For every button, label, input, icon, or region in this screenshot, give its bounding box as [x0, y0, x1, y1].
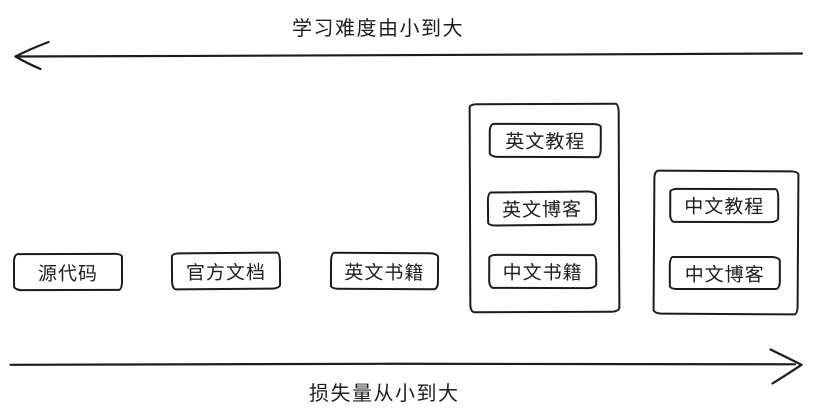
- box-label: 中文教程: [684, 196, 765, 219]
- box-chinese-blogs: 中文博客: [668, 255, 781, 291]
- box-label: 中文博客: [684, 264, 765, 286]
- box-label: 官方文档: [185, 262, 267, 284]
- top-axis-label: 学习难度由小到大: [292, 18, 464, 40]
- box-english-blogs: 英文博客: [486, 190, 598, 227]
- box-official-docs: 官方文档: [170, 251, 282, 291]
- box-label: 源代码: [37, 263, 99, 285]
- box-chinese-books: 中文书籍: [488, 253, 598, 290]
- box-source-code: 源代码: [12, 252, 124, 292]
- group-box-2: 中文教程 中文博客: [652, 169, 800, 316]
- box-label: 英文书籍: [344, 262, 425, 284]
- box-english-books: 英文书籍: [329, 251, 440, 291]
- box-chinese-tutorials: 中文教程: [669, 187, 780, 224]
- box-english-tutorials: 英文教程: [488, 122, 602, 159]
- bottom-axis-label: 损失量从小到大: [309, 383, 460, 405]
- box-label: 中文书籍: [502, 262, 583, 285]
- group-box-1: 英文教程 英文博客 中文书籍: [468, 102, 621, 314]
- arrow-left-icon: [14, 40, 804, 71]
- box-label: 英文教程: [505, 131, 586, 154]
- box-label: 英文博客: [501, 199, 583, 222]
